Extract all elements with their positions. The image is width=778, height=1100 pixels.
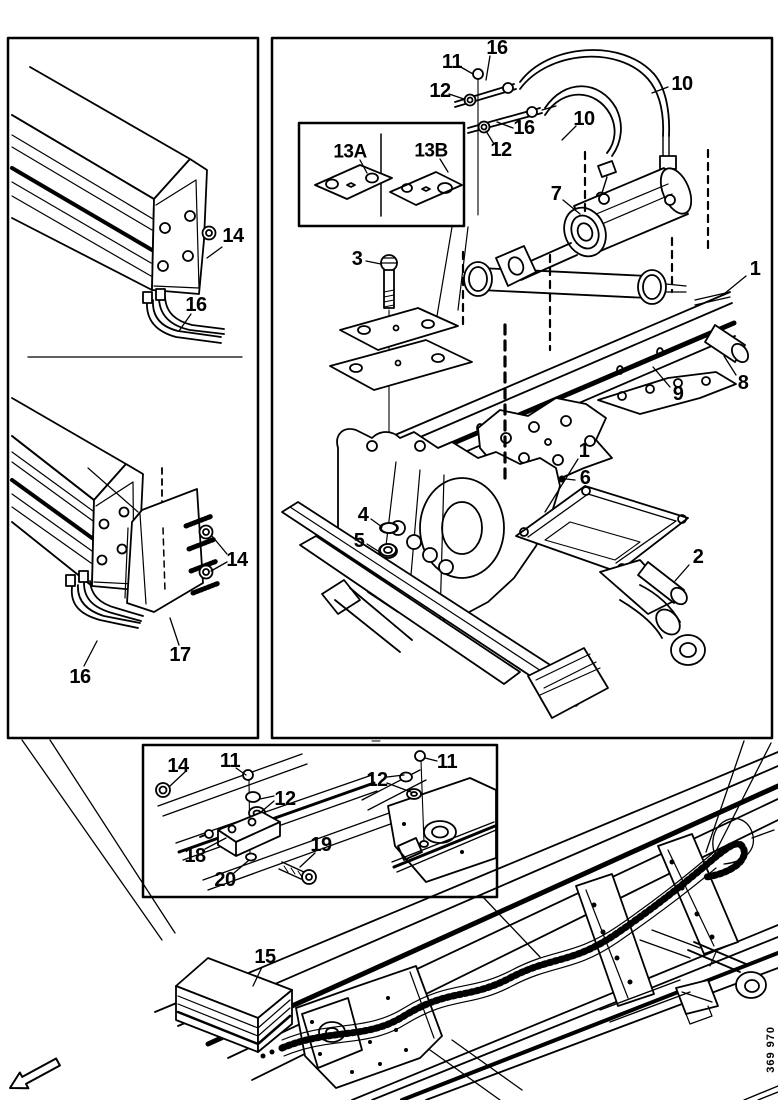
callout-9: 9 [672,383,684,405]
hydraulic-cylinder [495,167,693,287]
hose-bundle [278,817,775,1057]
callout-14: 14 [222,225,244,247]
pipe-union-cluster [454,68,557,216]
axle-housing [281,324,750,719]
callout-19: 19 [310,834,332,856]
callout-13B: 13B [414,140,448,162]
callout-14: 14 [226,549,248,571]
shim-plate-variants [314,164,463,206]
callout-10: 10 [573,108,595,130]
callout-3: 3 [351,248,363,270]
callout-5: 5 [353,530,365,552]
callout-11: 11 [441,51,463,73]
callout-1: 1 [749,258,761,280]
bolt-and-shim-plates [329,226,473,521]
callout-2: 2 [692,546,704,568]
callout-16: 16 [513,117,535,139]
bumper-beam-bottom [10,397,222,629]
callout-20: 20 [214,869,236,891]
callout-6: 6 [579,467,591,489]
callout-7: 7 [550,183,562,205]
detail-box-right-group [361,750,497,883]
callout-12: 12 [429,80,451,102]
callout-4: 4 [357,504,369,526]
mount-block-15 [175,957,293,1053]
alignment-dashes [461,148,710,480]
callout-17: 17 [169,644,191,666]
callout-1: 1 [578,440,590,462]
panel-frames [6,36,774,899]
leader-lines [21,55,772,987]
callout-18: 18 [184,845,206,867]
callout-11: 11 [219,750,241,772]
callout-11: 11 [436,751,458,773]
figure-code: 369 970 [765,1026,777,1073]
detail-box-left-group [155,753,397,891]
bumper-beam-top [10,66,225,344]
callout-15: 15 [254,946,276,968]
chassis-frame [154,751,778,1100]
callout-16: 16 [486,37,508,59]
callout-16: 16 [69,666,91,688]
callout-13A: 13A [333,141,367,163]
callout-14: 14 [167,755,189,777]
callout-12: 12 [490,139,512,161]
axle-stub [599,929,767,1025]
callout-16: 16 [185,294,207,316]
callout-8: 8 [737,372,749,394]
callout-12: 12 [366,769,388,791]
callout-12: 12 [274,788,296,810]
callout-10: 10 [671,73,693,95]
direction-arrow-icon [9,1057,61,1090]
